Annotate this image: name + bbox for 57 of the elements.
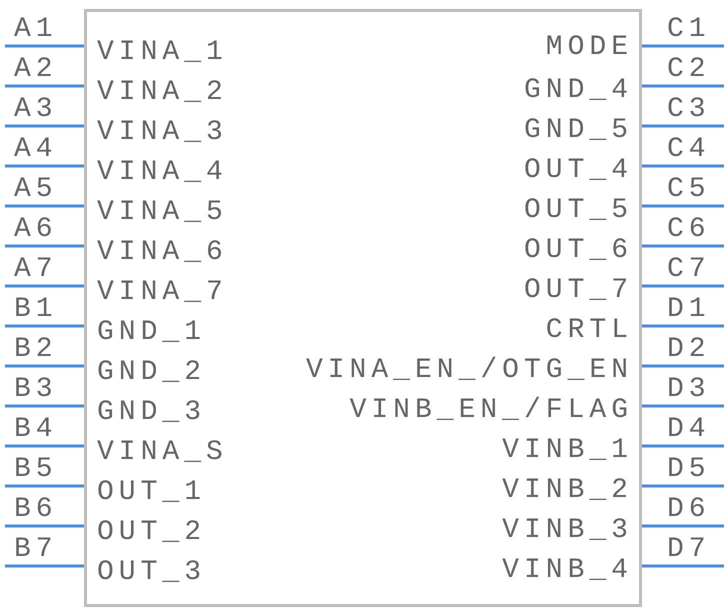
pin-name: VINA_3 <box>97 118 228 148</box>
pin-name: GND_2 <box>97 358 206 388</box>
pin-name: VINB_1 <box>502 436 633 466</box>
pin-name: VINA_EN_/OTG_EN <box>306 356 633 386</box>
pin-name: GND_1 <box>97 318 206 348</box>
pin-name: VINA_4 <box>97 158 228 188</box>
pin-number: D5 <box>667 455 711 485</box>
pin-number: C6 <box>667 215 711 245</box>
pin-name: VINA_2 <box>97 78 228 108</box>
pin-number: B7 <box>14 535 58 565</box>
pin-number: A6 <box>14 215 58 245</box>
pin-name: VINA_S <box>97 438 228 468</box>
pin-number: B1 <box>14 295 58 325</box>
pin-number: C4 <box>667 135 711 165</box>
pin-name: VINA_1 <box>97 38 228 68</box>
pin-number: A2 <box>14 55 58 85</box>
pin-number: D4 <box>667 415 711 445</box>
pin-number: D7 <box>667 535 711 565</box>
pin-number: C1 <box>667 15 711 45</box>
pin-name: OUT_5 <box>524 196 633 226</box>
pin-number: A5 <box>14 175 58 205</box>
pin-number: D6 <box>667 495 711 525</box>
pin-number: B5 <box>14 455 58 485</box>
pin-name: OUT_6 <box>524 236 633 266</box>
pin-number: A7 <box>14 255 58 285</box>
pin-name: OUT_4 <box>524 156 633 186</box>
pin-number: C5 <box>667 175 711 205</box>
pin-number: B3 <box>14 375 58 405</box>
pin-number: D2 <box>667 335 711 365</box>
pin-name: VINA_6 <box>97 238 228 268</box>
pin-name: VINA_7 <box>97 278 228 308</box>
pin-name: VINB_2 <box>502 476 633 506</box>
pin-name: GND_5 <box>524 116 633 146</box>
pin-name: VINB_4 <box>502 556 633 586</box>
pin-number: C7 <box>667 255 711 285</box>
pin-name: GND_3 <box>97 398 206 428</box>
pin-number: A1 <box>14 15 58 45</box>
pin-number: C2 <box>667 55 711 85</box>
pin-name: OUT_7 <box>524 276 633 306</box>
pin-number: D1 <box>667 295 711 325</box>
pin-number: A3 <box>14 95 58 125</box>
pin-name: VINA_5 <box>97 198 228 228</box>
pin-name: OUT_2 <box>97 518 206 548</box>
pin-number: B2 <box>14 335 58 365</box>
pin-number: C3 <box>667 95 711 125</box>
pin-name: OUT_1 <box>97 478 206 508</box>
pin-number: B4 <box>14 415 58 445</box>
chip-outline <box>84 9 642 607</box>
pin-number: B6 <box>14 495 58 525</box>
pin-name: VINB_EN_/FLAG <box>350 396 633 426</box>
pin-name: CRTL <box>546 316 633 346</box>
pin-name: GND_4 <box>524 76 633 106</box>
pin-name: VINB_3 <box>502 516 633 546</box>
pin-number: A4 <box>14 135 58 165</box>
pin-name: MODE <box>546 33 633 63</box>
pin-name: OUT_3 <box>97 558 206 588</box>
pin-number: D3 <box>667 375 711 405</box>
